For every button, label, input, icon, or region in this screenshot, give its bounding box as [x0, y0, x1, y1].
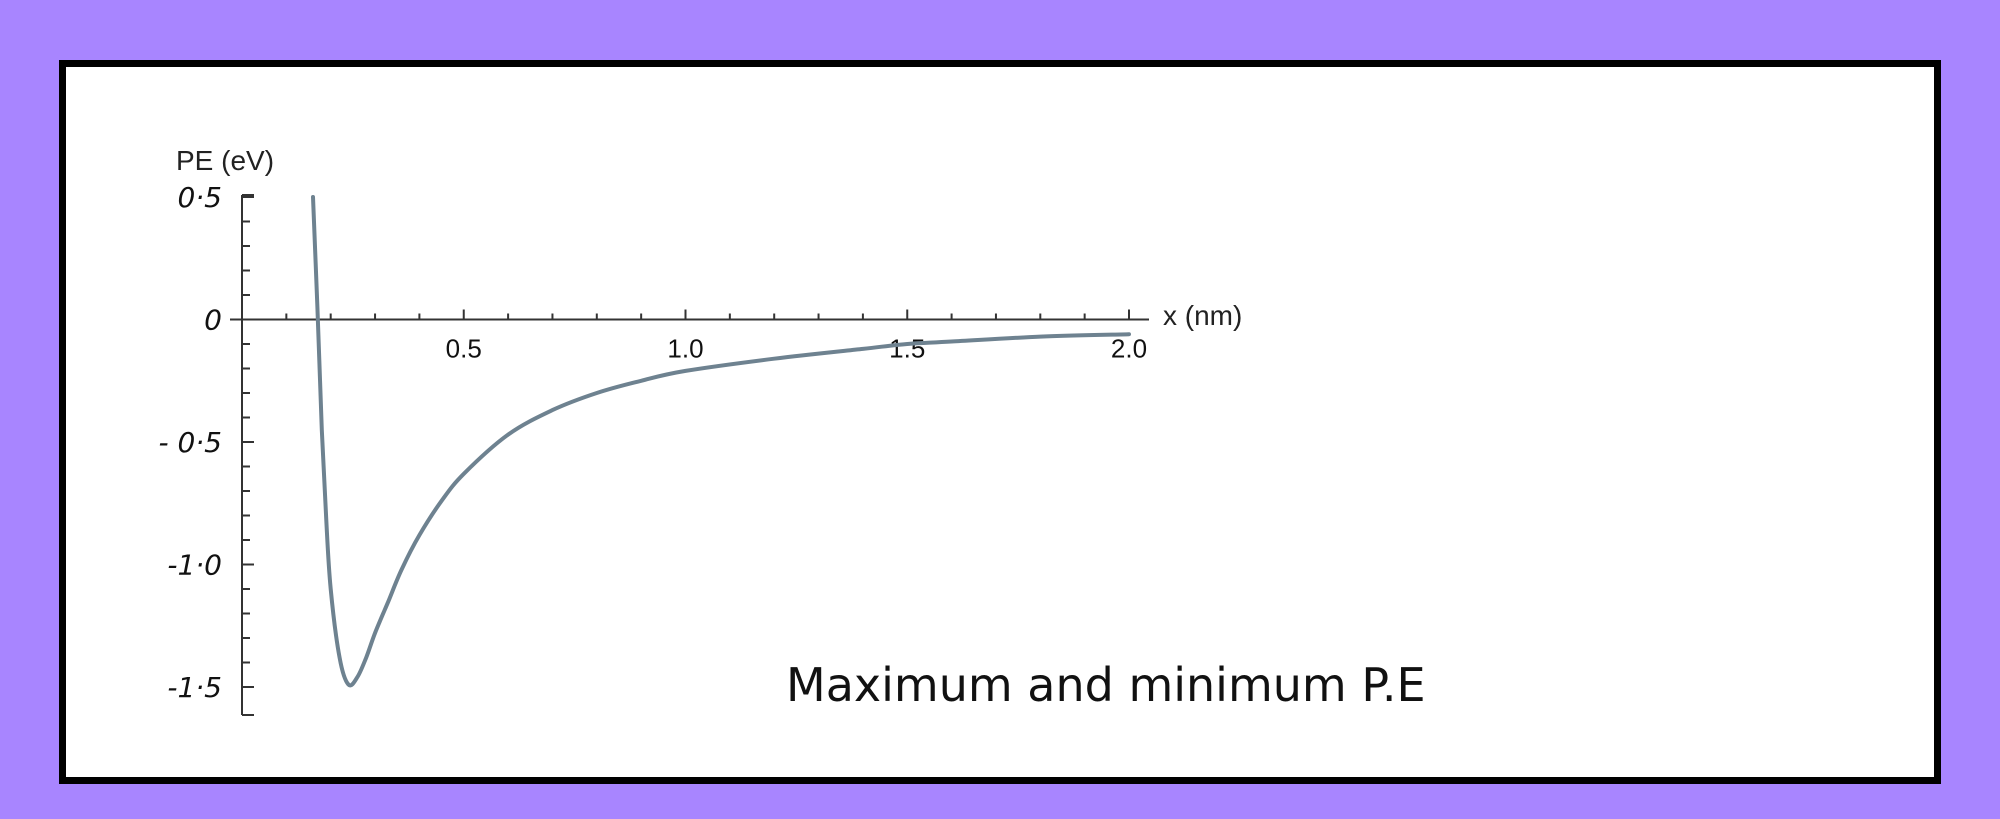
tick-labels: 0.5 1.0 1.5 2.0 0·5 0 - 0·5 -1·0 -1·5 [158, 181, 1147, 704]
y-tick-label: -1·5 [167, 671, 222, 704]
y-axis-title: PE (eV) [176, 145, 274, 176]
potential-energy-curve [311, 195, 1131, 688]
caption: Maximum and minimum P.E [786, 658, 1426, 712]
x-tick-label: 2.0 [1111, 334, 1147, 364]
x-tick-label: 0.5 [446, 334, 482, 364]
axes [230, 194, 1149, 716]
tick-marks [242, 196, 1130, 688]
y-tick-label: 0·5 [177, 181, 222, 214]
x-tick-label: 1.0 [667, 334, 703, 364]
x-axis-title: x (nm) [1163, 300, 1242, 331]
y-tick-label: -1·0 [167, 549, 222, 582]
chart-frame: 0.5 1.0 1.5 2.0 0·5 0 - 0·5 -1·0 -1·5 PE (eV) x … [59, 60, 1941, 784]
y-tick-label: - 0·5 [158, 426, 222, 459]
x-tick-label: 1.5 [889, 334, 925, 364]
y-tick-label: 0 [204, 304, 222, 337]
chart: 0.5 1.0 1.5 2.0 0·5 0 - 0·5 -1·0 -1·5 PE (eV) x … [158, 145, 1242, 716]
